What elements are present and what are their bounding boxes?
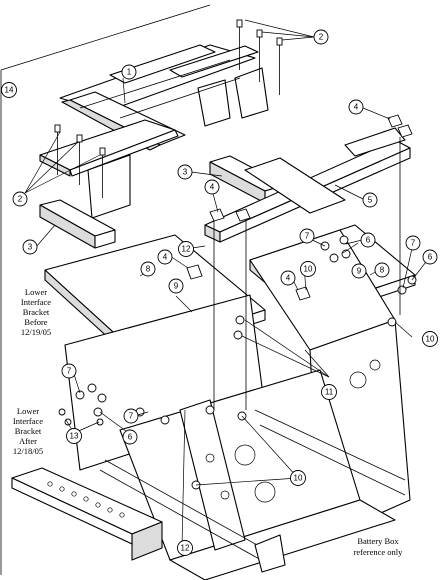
callout-9: 9 <box>168 278 184 294</box>
battery-box-reference <box>254 534 286 573</box>
svg-text:2: 2 <box>319 33 324 42</box>
callout-4: 4 <box>157 249 173 265</box>
svg-text:9: 9 <box>174 282 179 291</box>
svg-text:6: 6 <box>366 236 371 245</box>
svg-text:2: 2 <box>18 195 23 204</box>
callout-4: 4 <box>348 99 364 115</box>
callout-4: 4 <box>280 270 296 286</box>
callout-8: 8 <box>140 261 156 277</box>
callout-7: 7 <box>405 235 421 251</box>
callout-2: 2 <box>313 29 329 45</box>
svg-text:7: 7 <box>129 412 134 421</box>
spacer-bar-left <box>39 199 116 249</box>
svg-text:12/19/05: 12/19/05 <box>21 327 51 337</box>
svg-text:7: 7 <box>67 367 72 376</box>
svg-text:4: 4 <box>286 274 291 283</box>
svg-text:10: 10 <box>426 335 435 344</box>
svg-text:13: 13 <box>70 432 79 441</box>
callout-10: 10 <box>300 261 316 277</box>
crossbar-part <box>204 127 411 243</box>
callout-9: 9 <box>351 263 367 279</box>
svg-text:Lower: Lower <box>17 406 39 416</box>
svg-text:10: 10 <box>294 474 303 483</box>
callout-1: 1 <box>121 64 137 80</box>
callout-7: 7 <box>61 363 77 379</box>
svg-text:Battery Box: Battery Box <box>357 536 399 546</box>
seat-frame-part <box>39 44 269 219</box>
callout-5: 5 <box>362 192 378 208</box>
svg-text:6: 6 <box>428 253 433 262</box>
svg-text:After: After <box>19 436 37 446</box>
svg-text:6: 6 <box>128 433 133 442</box>
svg-text:14: 14 <box>5 86 14 95</box>
callout-7: 7 <box>123 408 139 424</box>
note-before: Lower Interface Bracket Before 12/19/05 <box>21 287 51 337</box>
callout-13: 13 <box>66 428 82 444</box>
hardware-nuts <box>58 114 417 490</box>
svg-text:12: 12 <box>181 544 190 553</box>
callout-12: 12 <box>177 540 193 556</box>
callout-3: 3 <box>177 164 193 180</box>
svg-text:Interface: Interface <box>21 297 51 307</box>
svg-text:reference only: reference only <box>354 547 404 557</box>
svg-text:1: 1 <box>127 68 132 77</box>
bolts-left <box>54 124 106 198</box>
callout-6: 6 <box>422 249 438 265</box>
callout-8: 8 <box>374 262 390 278</box>
svg-text:3: 3 <box>28 243 33 252</box>
svg-text:Bracket: Bracket <box>23 307 50 317</box>
callout-3: 3 <box>22 239 38 255</box>
callout-7: 7 <box>299 228 315 244</box>
svg-text:8: 8 <box>146 265 151 274</box>
svg-text:Lower: Lower <box>25 287 47 297</box>
svg-text:9: 9 <box>357 267 362 276</box>
svg-text:7: 7 <box>305 232 310 241</box>
svg-text:Interface: Interface <box>13 416 43 426</box>
svg-text:5: 5 <box>368 196 373 205</box>
note-after: Lower Interface Bracket After 12/18/05 <box>13 406 43 456</box>
svg-text:4: 4 <box>210 183 215 192</box>
lower-bracket-after <box>11 467 163 561</box>
svg-text:12/18/05: 12/18/05 <box>13 446 43 456</box>
callout-10: 10 <box>290 470 306 486</box>
base-frame <box>64 229 411 580</box>
callout-6: 6 <box>122 429 138 445</box>
svg-text:Bracket: Bracket <box>15 426 42 436</box>
svg-text:3: 3 <box>183 168 188 177</box>
svg-text:11: 11 <box>325 388 334 397</box>
svg-text:10: 10 <box>304 265 313 274</box>
callout-6: 6 <box>360 232 376 248</box>
callout-11: 11 <box>321 384 337 400</box>
note-battery-box: Battery Box reference only <box>354 536 404 557</box>
svg-text:12: 12 <box>182 245 191 254</box>
svg-text:4: 4 <box>354 103 359 112</box>
svg-text:8: 8 <box>380 266 385 275</box>
leader-lines <box>24 19 430 548</box>
callout-14: 14 <box>1 82 17 98</box>
frame-border <box>0 4 211 575</box>
callout-2: 2 <box>12 191 28 207</box>
callout-4: 4 <box>204 179 220 195</box>
svg-text:7: 7 <box>411 239 416 248</box>
callout-12: 12 <box>178 241 194 257</box>
svg-text:Before: Before <box>24 317 47 327</box>
callout-10: 10 <box>422 331 438 347</box>
bolts-top <box>236 19 283 95</box>
svg-text:4: 4 <box>163 253 168 262</box>
